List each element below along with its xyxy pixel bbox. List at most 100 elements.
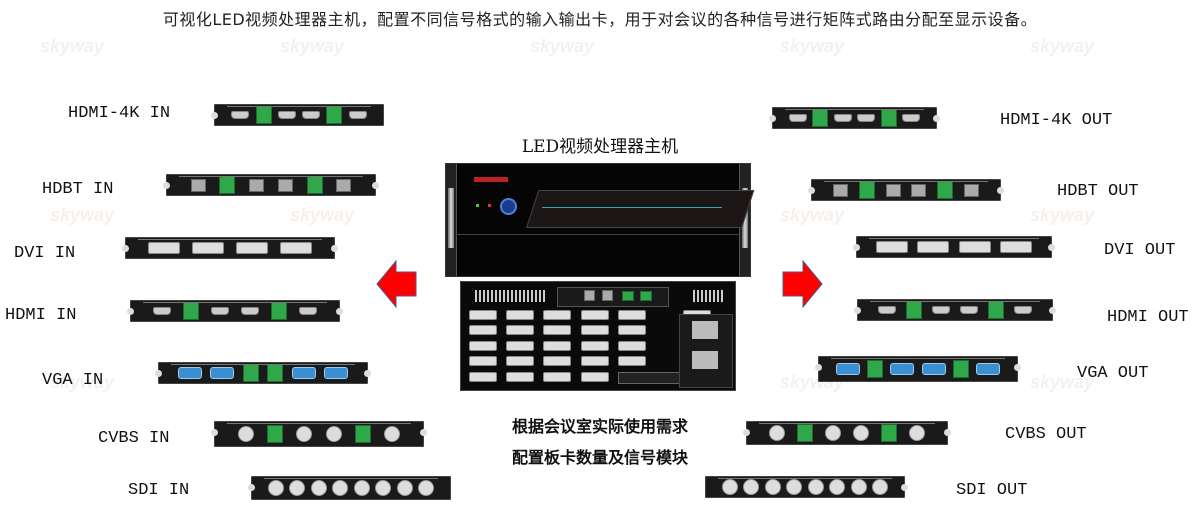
output-card-vga (815, 356, 1021, 382)
bnc-port-icon (418, 480, 435, 496)
output-card-hdmi4k (769, 107, 940, 129)
audio-terminal-icon (880, 109, 897, 127)
brand-logo (474, 177, 508, 182)
audio-terminal-icon (906, 301, 922, 319)
control-card (557, 287, 669, 307)
bnc-port-icon (267, 480, 284, 496)
rj45-port-icon (336, 178, 352, 192)
output-label-hdbt: HDBT OUT (1057, 182, 1139, 201)
output-card-hdbt (808, 179, 1004, 201)
watermark: skyway (780, 205, 845, 225)
audio-terminal-icon (867, 360, 884, 378)
hdmi-port-icon (211, 307, 229, 315)
audio-terminal-icon (354, 425, 371, 443)
bnc-port-icon (375, 480, 392, 496)
hdmi-port-icon (241, 307, 259, 315)
input-label-sdi: SDI IN (128, 481, 190, 500)
audio-terminal-icon (881, 424, 897, 442)
hdmi-port-icon (932, 306, 950, 314)
arrow-right-icon (782, 259, 823, 309)
vga-port-icon (210, 367, 235, 379)
processor-rear-panel (460, 281, 736, 391)
vga-port-icon (324, 367, 349, 379)
bnc-port-icon (825, 425, 841, 441)
hdmi-port-icon (302, 111, 321, 119)
rj45-port-icon (832, 183, 848, 197)
bnc-port-icon (238, 426, 255, 442)
bnc-port-icon (850, 479, 867, 495)
watermark: skyway (1030, 205, 1095, 225)
vga-port-icon (921, 363, 946, 375)
vent-grille (693, 290, 725, 302)
vga-port-icon (836, 363, 861, 375)
watermark: skyway (780, 36, 845, 56)
power-socket-icon (692, 321, 718, 339)
bnc-port-icon (332, 480, 349, 496)
rj45-port-icon (249, 178, 265, 192)
power-module (679, 314, 733, 388)
watermark: skyway (530, 36, 595, 56)
output-card-dvi (853, 236, 1055, 258)
bnc-port-icon (764, 479, 781, 495)
vga-port-icon (890, 363, 915, 375)
dvi-port-icon (917, 241, 950, 253)
hdmi-port-icon (277, 111, 296, 119)
bnc-port-icon (786, 479, 803, 495)
vga-port-icon (177, 367, 202, 379)
audio-terminal-icon (326, 106, 343, 124)
output-card-cvbs (743, 421, 951, 445)
vga-port-icon (975, 363, 1000, 375)
output-card-sdi (705, 476, 908, 498)
input-card-sdi (248, 476, 451, 500)
processor-front-panel (445, 163, 755, 277)
input-card-dvi (122, 237, 338, 259)
dvi-port-icon (958, 241, 991, 253)
hdmi-port-icon (1014, 306, 1032, 314)
hdmi-port-icon (788, 114, 807, 122)
audio-terminal-icon (267, 364, 284, 382)
audio-terminal-icon (306, 176, 323, 194)
rj45-port-icon (964, 183, 980, 197)
output-label-hdmi4k: HDMI-4K OUT (1000, 111, 1113, 130)
input-label-hdbt: HDBT IN (42, 180, 114, 199)
watermark: skyway (280, 36, 345, 56)
rj45-port-icon (911, 183, 927, 197)
main-unit-title: LED视频处理器主机 (521, 137, 679, 157)
hdmi-port-icon (960, 306, 978, 314)
audio-terminal-icon (255, 106, 272, 124)
watermark: skyway (290, 205, 355, 225)
status-led-icon (488, 204, 491, 207)
dvi-port-icon (280, 242, 312, 254)
bnc-port-icon (872, 479, 889, 495)
input-label-vga: VGA IN (42, 371, 104, 390)
audio-terminal-icon (797, 424, 813, 442)
bnc-port-icon (807, 479, 824, 495)
dvi-port-icon (148, 242, 180, 254)
bnc-port-icon (289, 480, 306, 496)
input-label-cvbs: CVBS IN (98, 429, 170, 448)
bnc-port-icon (383, 426, 400, 442)
rj45-port-icon (277, 178, 293, 192)
dvi-port-icon (192, 242, 224, 254)
input-card-hdmi4k (211, 104, 384, 126)
audio-terminal-icon (242, 364, 259, 382)
input-card-hdmi (127, 300, 343, 322)
control-knob[interactable] (500, 198, 517, 215)
dvi-port-icon (236, 242, 268, 254)
audio-terminal-icon (219, 176, 236, 194)
hdmi-port-icon (833, 114, 852, 122)
bnc-port-icon (353, 480, 370, 496)
input-card-hdbt (163, 174, 379, 196)
audio-terminal-icon (937, 181, 954, 199)
header-description: 可视化LED视频处理器主机，配置不同信号格式的输入输出卡，用于对会议的各种信号进… (162, 10, 1038, 29)
output-label-vga: VGA OUT (1077, 364, 1149, 383)
input-label-dvi: DVI IN (14, 244, 76, 263)
hdmi-port-icon (902, 114, 921, 122)
output-label-cvbs: CVBS OUT (1005, 425, 1087, 444)
vent-grille (475, 290, 545, 302)
audio-terminal-icon (183, 302, 199, 320)
power-socket-icon (692, 351, 718, 369)
rj45-port-icon (885, 183, 901, 197)
bnc-port-icon (909, 425, 925, 441)
bnc-port-icon (296, 426, 313, 442)
